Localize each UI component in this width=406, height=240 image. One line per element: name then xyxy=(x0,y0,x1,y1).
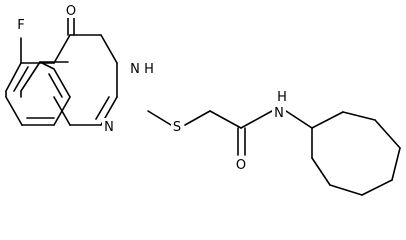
atom-sulfur: S xyxy=(173,120,181,135)
bond xyxy=(5,62,22,92)
bond-c-n xyxy=(240,110,273,129)
molecule-canvas: F O H N N S H N O xyxy=(5,2,401,196)
atom-amide-oxygen: O xyxy=(236,158,246,173)
bond-ch2-c xyxy=(209,110,242,129)
atom-ring-n-top: N xyxy=(130,62,140,77)
label-bg xyxy=(171,118,184,134)
atom-ring-n-bottom: N xyxy=(104,120,114,135)
label-bg xyxy=(102,118,116,134)
bond-n-cycloheptyl xyxy=(285,110,313,129)
atom-fluorine: F xyxy=(17,18,24,33)
atom-amide-h: H xyxy=(277,90,287,105)
label-bg xyxy=(272,104,286,120)
bond xyxy=(53,68,71,98)
bond xyxy=(53,34,71,64)
bond xyxy=(329,184,363,196)
atom-ring-oxygen: O xyxy=(66,4,76,19)
atom-amide-n: N xyxy=(274,106,284,121)
bond xyxy=(5,96,23,126)
label-bg xyxy=(64,2,78,18)
bond xyxy=(311,111,344,129)
bond xyxy=(13,66,29,92)
bond xyxy=(342,111,376,121)
label-bg xyxy=(143,60,156,76)
bond-s-ch2 xyxy=(184,110,211,126)
label-bg xyxy=(234,156,248,172)
bond xyxy=(374,119,401,149)
bond-c-s xyxy=(147,110,172,126)
bond xyxy=(53,96,71,126)
cycloheptyl-ring xyxy=(311,111,401,196)
pyrimidinone-ring xyxy=(53,34,118,126)
structure-drawing: F O H N N S H N O xyxy=(5,2,401,196)
label-bg xyxy=(15,16,28,32)
atom-labels: F O H N N S H N O xyxy=(15,2,289,173)
bond xyxy=(391,147,401,181)
bond xyxy=(48,73,63,98)
atom-ring-h: H xyxy=(144,62,154,77)
bond xyxy=(100,34,118,64)
bond xyxy=(95,96,110,120)
label-bg xyxy=(128,60,142,76)
bond xyxy=(361,179,393,196)
benzene-ring xyxy=(5,61,71,126)
bond xyxy=(311,157,331,186)
bond xyxy=(20,61,41,92)
label-bg xyxy=(276,88,289,104)
